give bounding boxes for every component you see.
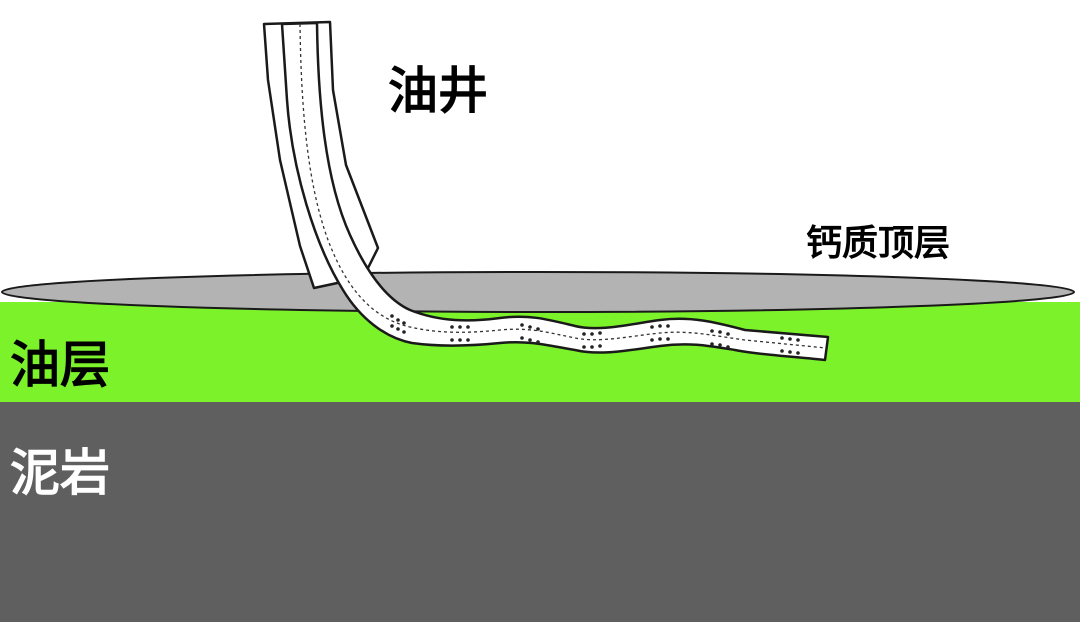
well-bore bbox=[280, 21, 830, 362]
well-centerline bbox=[299, 23, 827, 349]
perforation-cluster bbox=[710, 329, 730, 349]
mudstone-label: 泥岩 bbox=[10, 444, 110, 502]
well-label: 油井 bbox=[388, 62, 488, 120]
perforation-cluster bbox=[780, 336, 800, 355]
perforation-cluster bbox=[450, 325, 470, 342]
cap-layer bbox=[1, 271, 1075, 313]
mudstone-layer bbox=[0, 402, 1080, 622]
perforation-cluster bbox=[582, 331, 602, 349]
perforation-cluster bbox=[390, 314, 406, 334]
perforation-clusters bbox=[390, 314, 800, 355]
oil-layer-label: 油层 bbox=[10, 336, 110, 394]
oil-layer bbox=[0, 302, 1080, 402]
cap-layer-label: 钙质顶层 bbox=[806, 223, 951, 264]
perforation-cluster bbox=[650, 324, 670, 342]
perforation-cluster bbox=[520, 323, 540, 344]
